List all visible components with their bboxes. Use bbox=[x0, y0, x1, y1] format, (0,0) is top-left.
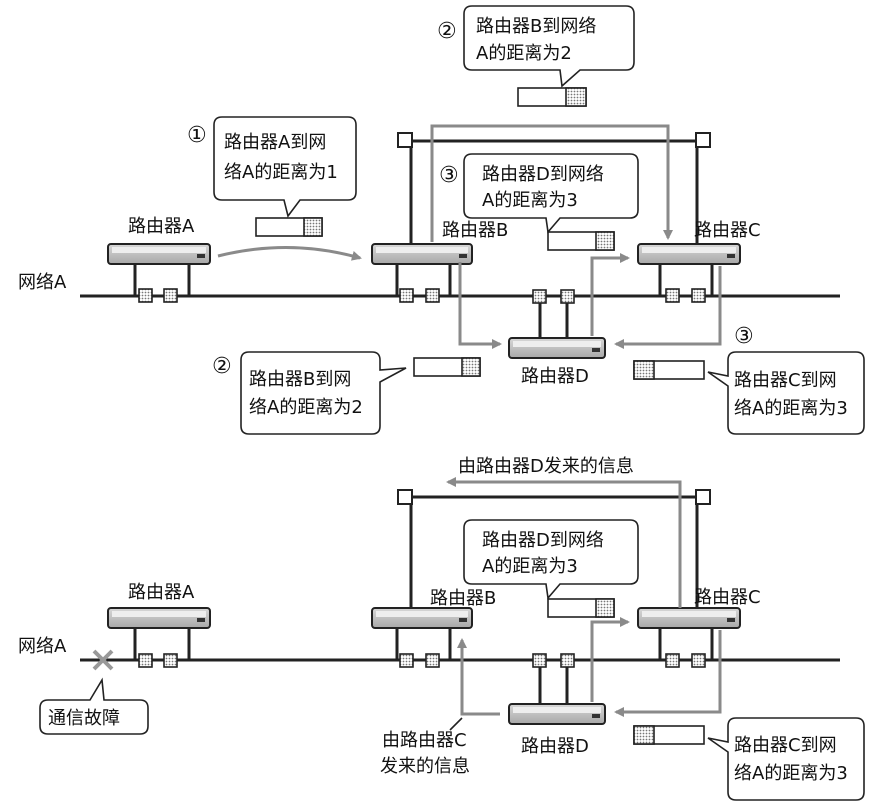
router-b-label: 路由器B bbox=[442, 220, 508, 241]
callout-line: 路由器D到网络 bbox=[482, 164, 604, 185]
callout-line: 路由器D到网络 bbox=[482, 530, 604, 551]
callout-line: A的距离为3 bbox=[482, 556, 578, 577]
step-marker: ② bbox=[437, 19, 457, 44]
svg-text:路由器A到网 络A的距离为1: 路由器A到网 络A的距离为1 bbox=[224, 132, 338, 183]
callout-line: A的距离为3 bbox=[482, 190, 578, 211]
step-marker: ② bbox=[212, 354, 232, 379]
callout-router-d: 路由器D到网络 A的距离为3 bbox=[463, 153, 639, 234]
callout-line: 络A的距离为1 bbox=[224, 162, 338, 183]
step-marker: ③ bbox=[439, 163, 459, 188]
callout-router-b-top: 路由器B到网络 A的距离为2 bbox=[463, 5, 635, 88]
callout-router-d: 路由器D到网络 A的距离为3 bbox=[463, 519, 639, 600]
flow-arrows bbox=[217, 124, 722, 349]
callout-router-a: 路由器A到网 络A的距离为1 bbox=[213, 116, 357, 218]
flow-arrows bbox=[446, 477, 722, 717]
router-c bbox=[637, 607, 741, 668]
router-b bbox=[371, 243, 473, 303]
packets bbox=[255, 87, 705, 380]
info-from-d-label: 由路由器D发来的信息 bbox=[458, 456, 634, 477]
router-a bbox=[107, 243, 211, 303]
router-a bbox=[107, 607, 211, 668]
callout-router-b-left: 路由器B到网 络A的距离为2 bbox=[240, 351, 407, 435]
network-a-label: 网络A bbox=[18, 272, 67, 293]
network-a-label: 网络A bbox=[18, 636, 67, 657]
router-b bbox=[371, 607, 473, 668]
router-d-label: 路由器D bbox=[521, 736, 589, 757]
callout-line: 路由器C到网 bbox=[734, 370, 837, 391]
failure-x-icon bbox=[92, 649, 114, 671]
step-marker: ③ bbox=[734, 324, 754, 349]
callout-failure: 通信故障 bbox=[39, 677, 149, 735]
svg-text:路由器B到网 络A的距离为2: 路由器B到网 络A的距离为2 bbox=[249, 369, 363, 418]
callout-line: 络A的距离为3 bbox=[734, 398, 848, 419]
callout-line: A的距离为2 bbox=[476, 43, 572, 64]
router-c-label: 路由器C bbox=[694, 587, 761, 608]
callout-line: 络A的距离为2 bbox=[249, 397, 363, 418]
callout-router-c: 路由器C到网 络A的距离为3 bbox=[707, 351, 865, 435]
svg-text:路由器D到网络 A的距离为3: 路由器D到网络 A的距离为3 bbox=[482, 530, 610, 577]
router-a-label: 路由器A bbox=[128, 582, 195, 603]
top-diagram: 网络A 路由器A 路由 bbox=[18, 5, 865, 435]
router-d bbox=[508, 289, 606, 359]
svg-text:路由器C到网 络A的距离为3: 路由器C到网 络A的距离为3 bbox=[734, 370, 848, 419]
callout-line: 路由器B到网 bbox=[249, 369, 351, 390]
callout-line: 路由器B到网络 bbox=[476, 16, 596, 37]
callout-line: 络A的距离为3 bbox=[734, 763, 848, 784]
packets bbox=[547, 598, 705, 745]
callout-router-c: 路由器C到网 络A的距离为3 bbox=[707, 717, 865, 801]
failure-label: 通信故障 bbox=[48, 708, 120, 729]
svg-text:路由器D到网络 A的距离为3: 路由器D到网络 A的距离为3 bbox=[482, 164, 610, 211]
svg-text:由路由器C 发来的信息: 由路由器C 发来的信息 bbox=[380, 730, 472, 777]
info-from-c-label: 发来的信息 bbox=[380, 756, 470, 777]
backbone-loop bbox=[397, 489, 711, 612]
callout-line: 路由器C到网 bbox=[734, 735, 837, 756]
info-from-c-label: 由路由器C bbox=[382, 730, 467, 751]
router-c bbox=[637, 243, 741, 303]
svg-text:路由器C到网 络A的距离为3: 路由器C到网 络A的距离为3 bbox=[734, 735, 848, 784]
router-a-label: 路由器A bbox=[128, 216, 195, 237]
router-d-label: 路由器D bbox=[521, 366, 589, 387]
router-d bbox=[508, 653, 606, 725]
svg-text:路由器B到网络 A的距离为2: 路由器B到网络 A的距离为2 bbox=[476, 16, 602, 64]
bottom-diagram: 网络A 通信故障 路由器A bbox=[18, 456, 865, 801]
router-b-label: 路由器B bbox=[430, 588, 496, 609]
backbone-loop bbox=[397, 132, 711, 248]
step-marker: ① bbox=[187, 123, 207, 148]
callout-line: 路由器A到网 bbox=[224, 132, 326, 153]
router-c-label: 路由器C bbox=[694, 220, 761, 241]
